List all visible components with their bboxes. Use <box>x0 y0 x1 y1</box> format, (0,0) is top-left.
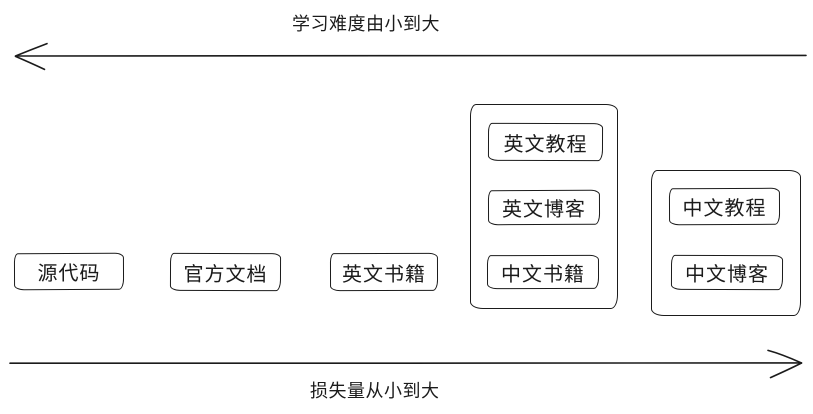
box-english-blog: 英文博客 <box>487 189 601 226</box>
box-chinese-blog: 中文博客 <box>670 254 784 291</box>
bottom-axis-label: 损失量从小到大 <box>310 381 440 401</box>
box-chinese-tutorial: 中文教程 <box>668 187 781 226</box>
box-official-docs: 官方文档 <box>169 252 282 292</box>
bottom-arrow-head-upper <box>767 349 803 364</box>
box-chinese-books-label: 中文书籍 <box>500 263 586 286</box>
box-source-code: 源代码 <box>13 252 125 291</box>
box-english-tutorial: 英文教程 <box>487 122 604 162</box>
group-english-resources: 英文教程 英文博客 中文书籍 <box>470 104 618 309</box>
box-chinese-blog-label: 中文博客 <box>684 263 770 287</box>
bottom-arrow-head-lower <box>769 362 803 379</box>
box-english-blog-label: 英文博客 <box>501 198 587 222</box>
group-chinese-resources: 中文教程 中文博客 <box>651 170 801 316</box>
top-axis-arrow-left <box>14 42 807 71</box>
top-arrow-head-upper <box>14 42 48 57</box>
top-arrow-head-lower <box>14 55 46 71</box>
box-english-books-label: 英文书籍 <box>341 263 427 286</box>
top-arrow-line <box>16 54 807 57</box>
box-chinese-books: 中文书籍 <box>486 254 600 290</box>
box-english-books: 英文书籍 <box>329 252 439 292</box>
box-chinese-tutorial-label: 中文教程 <box>682 197 767 221</box>
bottom-axis-arrow-right <box>9 349 803 379</box>
top-axis-label: 学习难度由小到大 <box>292 14 440 34</box>
box-official-docs-label: 官方文档 <box>183 263 268 286</box>
box-english-tutorial-label: 英文教程 <box>503 133 588 156</box>
box-source-code-label: 源代码 <box>37 262 101 286</box>
